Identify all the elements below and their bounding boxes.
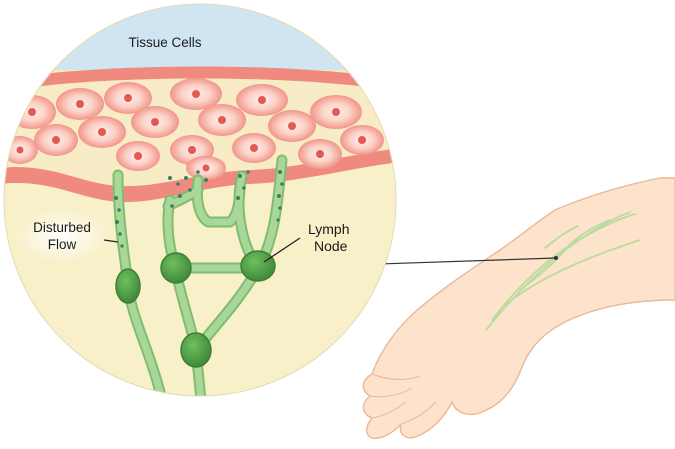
thumb — [371, 373, 421, 381]
tissue-cell — [310, 95, 362, 129]
arm-vessel-3 — [504, 239, 641, 306]
disturbed-flow-label-line2: Flow — [48, 237, 77, 252]
tissue-cell — [131, 106, 179, 138]
tissue-cell — [268, 110, 316, 142]
label-glow — [14, 208, 110, 264]
finger-crease-3 — [400, 401, 437, 425]
tissue-cell — [298, 139, 342, 169]
tissue-cell — [116, 141, 160, 171]
tissue-cell — [340, 125, 384, 155]
tissue-cell — [56, 88, 104, 120]
lymph-node-leader — [263, 237, 301, 263]
tissue-cell — [236, 84, 288, 116]
tissue-cell — [4, 136, 38, 164]
tissue-cell — [198, 104, 246, 136]
arm-skin — [362, 177, 675, 440]
finger-crease-2 — [371, 401, 407, 419]
tissue-cell — [232, 133, 276, 163]
top-membrane — [4, 66, 396, 92]
magnifier-outline — [3, 3, 397, 397]
tissue-cell — [8, 95, 56, 129]
lymph-nodes — [115, 250, 276, 368]
disturbed-flow-leader — [103, 239, 119, 243]
lymph-node-2 — [160, 252, 192, 284]
tissue-cell — [186, 156, 226, 180]
flow-particles — [114, 170, 284, 248]
magnified-view — [4, 4, 396, 396]
tissue-cells-label: Tissue Cells — [128, 35, 201, 50]
lymph-node-label-line1: Lymph — [308, 221, 350, 237]
lymph-node-1 — [115, 268, 141, 304]
tissue-cell — [34, 124, 78, 156]
disturbed-flow-label-line1: Disturbed — [33, 220, 91, 235]
lymph-node-3 — [240, 250, 276, 282]
arm-illustration — [362, 177, 675, 440]
pointer-end-dot — [554, 256, 558, 260]
arm-vessel-5 — [544, 225, 579, 249]
tissue-cell — [170, 78, 222, 110]
arm-vessel-4 — [519, 219, 611, 291]
bottom-membrane — [4, 148, 396, 203]
finger-crease-1 — [369, 387, 413, 398]
tissue-cell — [78, 116, 126, 148]
lymph-node-label-line2: Node — [314, 238, 348, 254]
tissue-cell — [104, 82, 152, 114]
lymph-node-4 — [180, 332, 212, 368]
